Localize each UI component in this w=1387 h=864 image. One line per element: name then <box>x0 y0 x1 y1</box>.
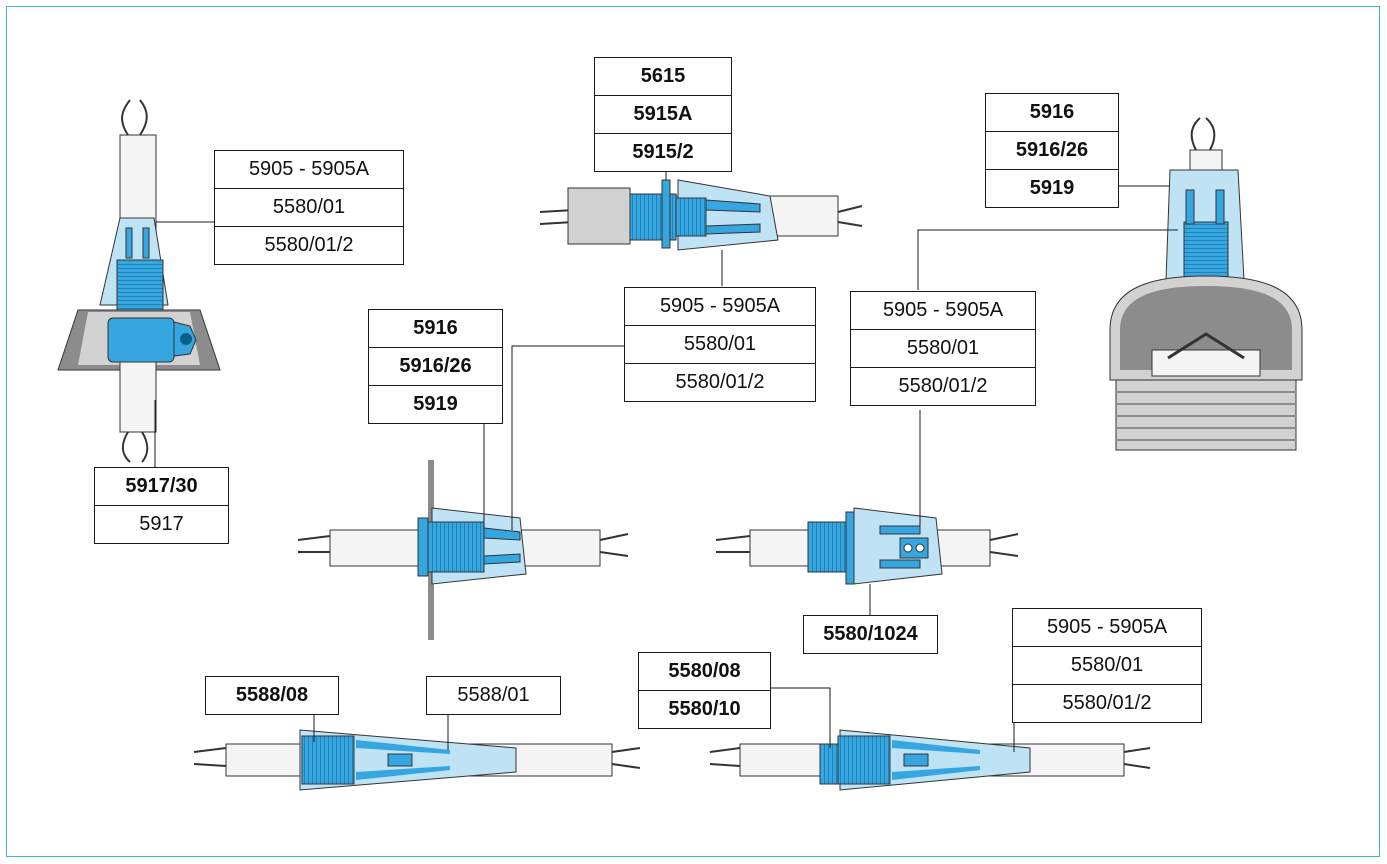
label-row: 5580/01 <box>1013 646 1201 684</box>
label-row: 5905 - 5905A <box>882 299 1004 321</box>
label-row: 5905 - 5905A <box>248 158 370 180</box>
label-row: 5919 <box>986 169 1118 207</box>
panel-gland-with-tube <box>539 168 863 286</box>
label-bottom-left: 5917/30 5917 <box>94 467 229 544</box>
figure-frame <box>6 6 1380 857</box>
label-bottom-left-a: 5588/08 <box>205 676 339 715</box>
label-right-mid: 5905 - 5905A 5580/01 5580/01/2 <box>850 291 1036 406</box>
label-row: 5915/2 <box>595 133 731 171</box>
label-row: 5580/10 <box>639 690 770 728</box>
label-top-left: 5905 - 5905A 5580/01 5580/01/2 <box>214 150 404 265</box>
wall-mounted-gland <box>297 345 629 640</box>
inline-gland-with-collet <box>715 410 1019 616</box>
label-bottom-left-b: 5588/01 <box>426 676 561 715</box>
vertical-gland-with-nut <box>57 99 221 468</box>
label-row: 5580/01 <box>851 329 1035 367</box>
lampholder-with-gland <box>917 117 1303 451</box>
label-row: 5917/30 <box>125 475 198 497</box>
label-row: 5915A <box>595 95 731 133</box>
label-row: 5588/08 <box>235 684 309 706</box>
label-row: 5580/01/2 <box>851 367 1035 405</box>
label-row: 5916/26 <box>986 131 1118 169</box>
label-row: 5580/1024 <box>823 623 918 645</box>
label-center-mid: 5905 - 5905A 5580/01 5580/01/2 <box>624 287 816 402</box>
label-top-center: 5615 5915A 5915/2 <box>594 57 732 172</box>
label-left-mid: 5916 5916/26 5919 <box>368 309 503 424</box>
label-row: 5905 - 5905A <box>659 295 781 317</box>
label-bottom-right-a: 5580/08 5580/10 <box>638 652 771 729</box>
label-bottom-right-b: 5905 - 5905A 5580/01 5580/01/2 <box>1012 608 1202 723</box>
long-conical-gland-right <box>709 687 1151 791</box>
label-row: 5919 <box>369 385 502 423</box>
label-row: 5615 <box>640 65 686 87</box>
label-row: 5580/08 <box>668 660 741 682</box>
long-conical-gland-left <box>193 712 641 791</box>
label-row: 5917 <box>95 505 228 543</box>
label-row: 5580/01/2 <box>1013 684 1201 722</box>
label-row: 5916 <box>1029 101 1075 123</box>
label-row: 5580/01 <box>625 325 815 363</box>
label-row: 5916/26 <box>369 347 502 385</box>
label-row: 5580/01 <box>215 188 403 226</box>
label-row: 5905 - 5905A <box>1046 616 1168 638</box>
label-5580-1024: 5580/1024 <box>803 615 938 654</box>
label-row: 5588/01 <box>457 684 530 706</box>
label-row: 5580/01/2 <box>215 226 403 264</box>
label-row: 5916 <box>413 317 458 339</box>
label-row: 5580/01/2 <box>625 363 815 401</box>
label-top-right: 5916 5916/26 5919 <box>985 93 1119 208</box>
